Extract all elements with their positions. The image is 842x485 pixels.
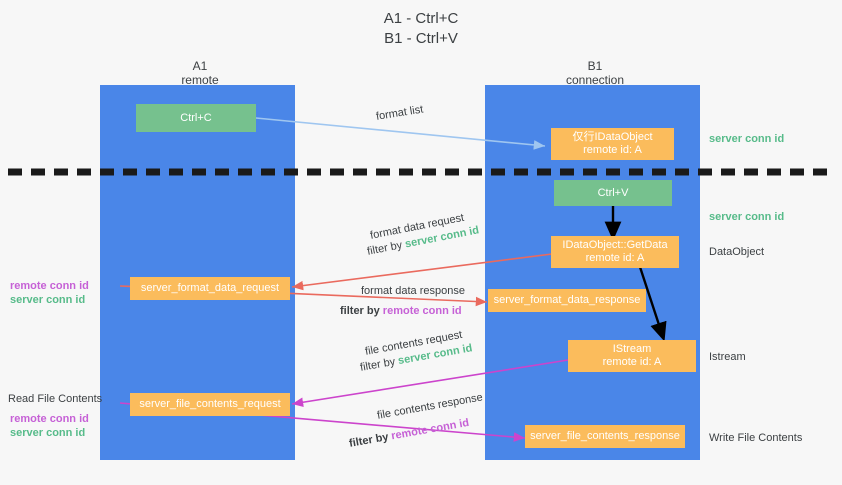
page-title: A1 - Ctrl+C B1 - Ctrl+V	[383, 10, 459, 47]
edge-label-format-data-response: format data response	[361, 285, 465, 297]
node-server-format-data-request[interactable]: server_format_data_request	[130, 277, 290, 300]
left-label-read-file-contents: Read File Contents	[8, 393, 103, 405]
right-label-server-conn-id-mid: server conn id	[709, 211, 785, 223]
right-label-server-conn-id-top: server conn id	[709, 133, 785, 145]
right-label-write-file-contents: Write File Contents	[709, 432, 803, 444]
filter-prefix: filter by	[348, 430, 393, 450]
edge-label-format-list: format list	[375, 103, 425, 123]
left-label-remote-conn-id-low: remote conn id	[10, 413, 89, 425]
left-label-remote-conn-id-mid: remote conn id	[10, 280, 89, 292]
filter-value-remote-conn-id: remote conn id	[390, 416, 471, 443]
right-label-dataobject: DataObject	[709, 246, 765, 258]
node-idataobject-format-list[interactable]: 仅行IDataObject remote id: A	[551, 128, 674, 160]
node-istream[interactable]: IStream remote id: A	[568, 340, 696, 372]
node-idataobject-getdata[interactable]: IDataObject::GetData remote id: A	[551, 236, 679, 268]
lane-header-b1: B1 connection	[565, 59, 625, 87]
node-server-file-contents-response[interactable]: server_file_contents_response	[525, 425, 685, 448]
left-label-server-conn-id-mid: server conn id	[10, 294, 86, 306]
right-label-istream: Istream	[709, 351, 746, 363]
node-ctrl-v[interactable]: Ctrl+V	[554, 180, 672, 206]
node-server-file-contents-request[interactable]: server_file_contents_request	[130, 393, 290, 416]
filter-value-remote-conn-id: remote conn id	[382, 305, 462, 317]
node-server-format-data-response[interactable]: server_format_data_response	[488, 289, 646, 312]
edge-label-file-contents-response-filter: filter by remote conn id	[348, 416, 470, 451]
filter-prefix: filter by	[359, 355, 400, 374]
lane-header-a1: A1 remote	[181, 59, 219, 87]
left-label-server-conn-id-low: server conn id	[10, 427, 86, 439]
node-ctrl-c[interactable]: Ctrl+C	[136, 104, 256, 132]
filter-prefix: filter by	[340, 305, 383, 317]
edge-label-format-data-response-filter: filter by remote conn id	[340, 304, 462, 318]
